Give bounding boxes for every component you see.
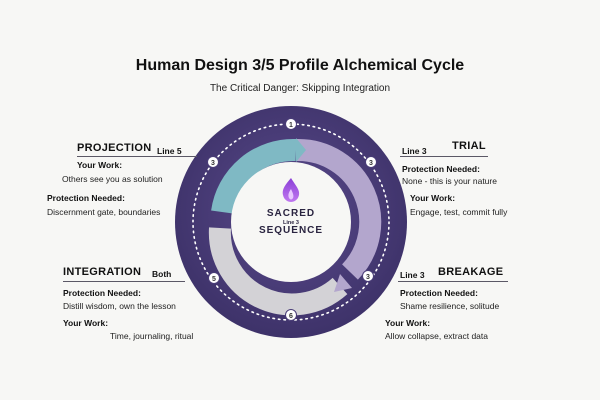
projection-protection-label: Protection Needed: — [47, 193, 125, 203]
projection-protection-text: Discernment gate, boundaries — [47, 207, 161, 217]
integration-work-text: Time, journaling, ritual — [110, 331, 194, 341]
breakage-rule — [398, 281, 508, 282]
breakage-work-text: Allow collapse, extract data — [385, 331, 488, 341]
trial-rule — [400, 156, 488, 157]
svg-text:3: 3 — [366, 274, 370, 281]
integration-protection-text: Distill wisdom, own the lesson — [63, 301, 176, 311]
projection-arrowhead — [296, 138, 306, 162]
projection-work-label: Your Work: — [77, 160, 123, 170]
center-small: Line 3 — [283, 220, 299, 226]
trial-line: Line 3 — [402, 146, 427, 156]
trial-arc — [295, 138, 382, 280]
cycle-markers: 1 3 3 3 6 5 — [207, 118, 377, 321]
trial-protection-label: Protection Needed: — [402, 164, 480, 174]
projection-rule — [77, 156, 197, 157]
marker-top: 1 — [285, 118, 297, 130]
marker-right-top: 3 — [365, 156, 377, 168]
center-line1: SACRED — [267, 208, 315, 219]
projection-arc — [211, 138, 297, 214]
integration-protection-label: Protection Needed: — [63, 288, 141, 298]
integration-heading: INTEGRATION — [63, 266, 142, 278]
integration-rule — [63, 281, 185, 282]
page-title: Human Design 3/5 Profile Alchemical Cycl… — [135, 57, 465, 74]
center-disc — [231, 162, 351, 282]
projection-block: PROJECTION — [77, 138, 152, 156]
breakage-protection-text: Shame resilience, solitude — [400, 301, 500, 311]
flame-icon — [282, 178, 300, 202]
integration-line: Both — [152, 269, 172, 279]
projection-heading: PROJECTION — [77, 142, 152, 154]
breakage-protection-label: Protection Needed: — [400, 288, 478, 298]
projection-line: Line 5 — [157, 146, 182, 156]
marker-left-top: 3 — [207, 156, 219, 168]
svg-text:5: 5 — [212, 276, 216, 283]
svg-text:1: 1 — [289, 122, 293, 129]
breakage-arc — [208, 227, 348, 316]
breakage-heading: BREAKAGE — [438, 266, 504, 278]
trial-protection-text: None - this is your nature — [402, 176, 497, 186]
breakage-line: Line 3 — [400, 270, 425, 280]
marker-left-bottom: 5 — [208, 272, 220, 284]
marker-right-bottom: 3 — [362, 270, 374, 282]
breakage-work-label: Your Work: — [385, 318, 431, 328]
center-line2: SEQUENCE — [259, 225, 323, 236]
page-subtitle: The Critical Danger: Skipping Integratio… — [209, 83, 391, 94]
svg-text:6: 6 — [289, 313, 293, 320]
integration-work-label: Your Work: — [63, 318, 109, 328]
projection-work-text: Others see you as solution — [62, 174, 163, 184]
trial-arrowhead — [334, 274, 352, 292]
trial-heading: TRIAL — [452, 140, 486, 152]
trial-work-label: Your Work: — [410, 193, 456, 203]
marker-bottom: 6 — [285, 309, 297, 321]
svg-text:3: 3 — [369, 160, 373, 167]
trial-work-text: Engage, test, commit fully — [410, 207, 508, 217]
svg-text:3: 3 — [211, 160, 215, 167]
